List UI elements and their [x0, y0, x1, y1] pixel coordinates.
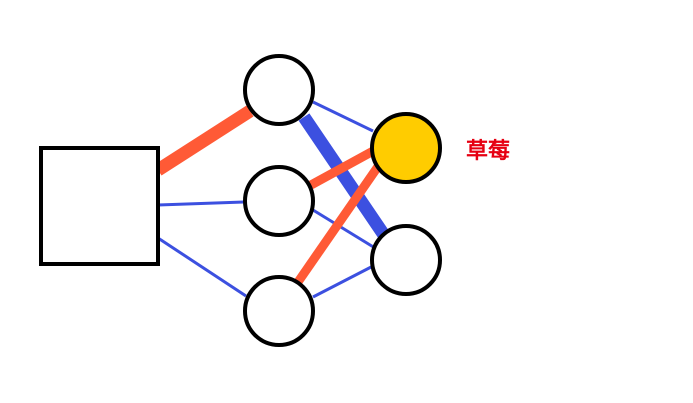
hidden-node-top [243, 54, 315, 126]
output-node-top [370, 112, 442, 184]
edge-input-hidden-bottom [157, 236, 247, 298]
edge-hidden-bottom-output-top [294, 162, 383, 285]
hidden-node-middle [243, 165, 315, 237]
edge-hidden-middle-output-bottom [312, 208, 376, 250]
output-layer [370, 112, 442, 296]
edge-hidden-top-output-top [312, 100, 374, 133]
edge-hidden-top-output-bottom [298, 113, 390, 239]
output-top-label: 草莓 [466, 138, 510, 164]
input-node-square [39, 146, 160, 266]
edge-input-hidden-middle [157, 200, 245, 207]
hidden-layer [243, 54, 315, 347]
hidden-node-bottom [243, 275, 315, 347]
edges [154, 100, 390, 299]
output-node-bottom [370, 224, 442, 296]
edge-input-hidden-top [154, 105, 254, 176]
edge-hidden-middle-output-top [308, 146, 378, 189]
edge-hidden-bottom-output-bottom [312, 263, 376, 299]
